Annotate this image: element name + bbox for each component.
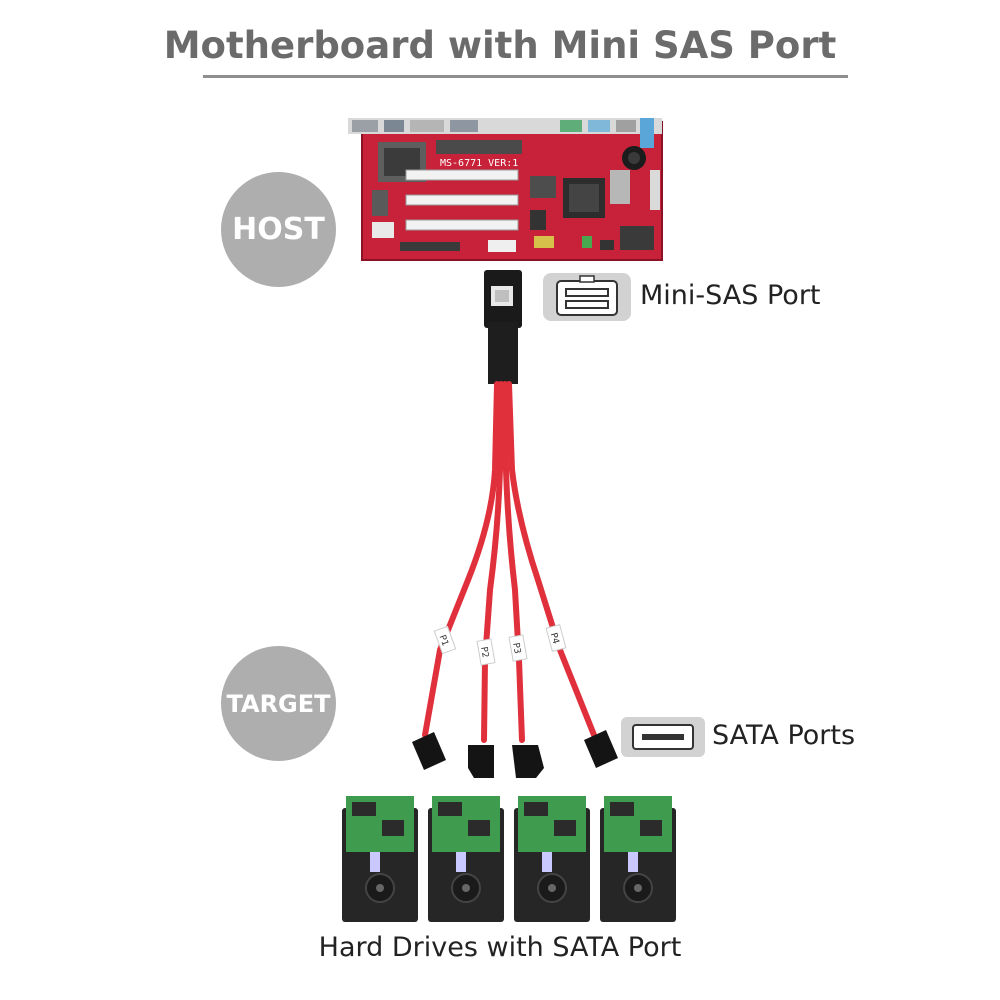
hard-drives (342, 796, 676, 922)
mini-sas-connector (484, 270, 522, 384)
lead-label-p4: P4 (548, 632, 561, 646)
footer-caption: Hard Drives with SATA Port (318, 932, 682, 963)
sata-cable-leads (422, 381, 597, 743)
hard-drive (428, 796, 504, 922)
host-badge: HOST (221, 172, 336, 287)
board-model-text: MS-6771 VER:1 (440, 158, 518, 169)
hard-drive (342, 796, 418, 922)
lead-label-p3: P3 (510, 642, 522, 655)
lead-label-p2: P2 (478, 646, 490, 659)
sata-ports-label: SATA Ports (712, 720, 856, 751)
page-title: Motherboard with Mini SAS Port (163, 24, 837, 67)
mini-sas-port-icon (543, 273, 631, 321)
sata-port-icon (621, 717, 705, 757)
title-underline (203, 75, 848, 78)
sata-plugs (412, 730, 618, 778)
target-badge-label: TARGET (226, 689, 331, 718)
lead-label-p1: P1 (437, 634, 450, 648)
mini-sas-port-label: Mini-SAS Port (640, 280, 821, 311)
motherboard-image: MS-6771 VER:1 (348, 118, 663, 261)
host-badge-label: HOST (232, 212, 325, 247)
hard-drive (600, 796, 676, 922)
target-badge: TARGET (221, 646, 336, 761)
lead-labels: P1 P2 P3 P4 (433, 623, 567, 666)
hard-drive (514, 796, 590, 922)
